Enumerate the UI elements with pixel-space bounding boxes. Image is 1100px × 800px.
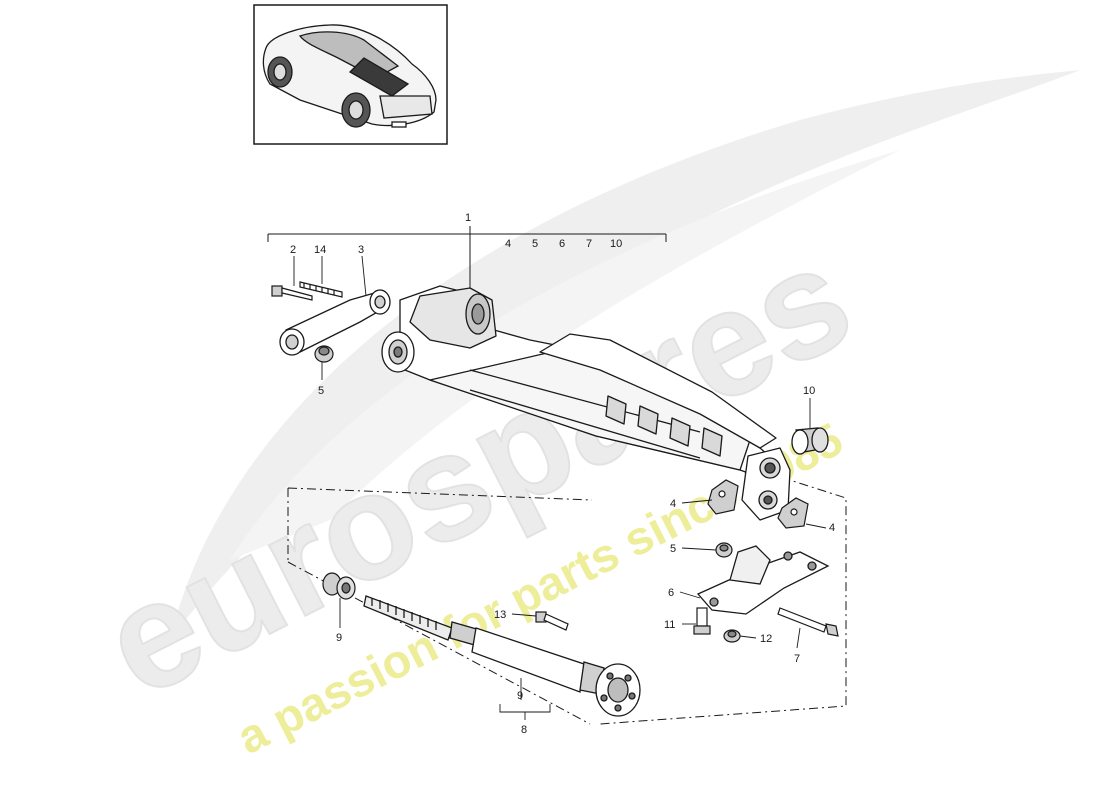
callout-10[interactable]: 10	[803, 385, 815, 397]
bushing-part-10	[791, 427, 829, 455]
nut-part-5-upper	[314, 345, 334, 363]
callout-3[interactable]: 3	[358, 244, 364, 256]
callout-9-driveshaft[interactable]: 9	[517, 690, 523, 702]
callout-14[interactable]: 14	[314, 244, 326, 256]
bolt-part-13	[535, 611, 569, 631]
callout-8[interactable]: 8	[521, 724, 527, 736]
nut-part-12	[723, 629, 741, 643]
transaxle-assembly	[381, 285, 791, 521]
group-sub-10[interactable]: 10	[610, 238, 622, 250]
group-sub-6[interactable]: 6	[559, 238, 565, 250]
pad-part-4-left	[707, 479, 739, 515]
callout-11[interactable]: 11	[664, 619, 675, 631]
pad-part-4-right	[777, 497, 809, 529]
callout-9-bushing[interactable]: 9	[336, 632, 342, 644]
callout-2[interactable]: 2	[290, 244, 296, 256]
driveshaft-part-9	[363, 595, 641, 717]
callout-4-left[interactable]: 4	[670, 498, 676, 510]
group-sub-4[interactable]: 4	[505, 238, 511, 250]
watermark-swoosh	[170, 70, 1080, 640]
callout-4-right[interactable]: 4	[829, 522, 835, 534]
assembly-group-bracket	[267, 226, 667, 290]
car-icon	[262, 24, 437, 128]
link-part-3	[279, 289, 391, 356]
bolt-part-11	[693, 607, 711, 635]
leader-lines	[293, 255, 827, 720]
bracket-part-6	[696, 545, 830, 615]
callout-13[interactable]: 13	[494, 609, 506, 621]
watermark-swoosh-inner	[230, 150, 900, 560]
callout-5-lower[interactable]: 5	[670, 543, 676, 555]
bolt-part-2	[271, 285, 313, 301]
group-sub-7[interactable]: 7	[586, 238, 592, 250]
group-sub-5[interactable]: 5	[532, 238, 538, 250]
callout-6[interactable]: 6	[668, 587, 674, 599]
subassembly-dashed-outline	[287, 459, 847, 725]
stud-part-14	[299, 281, 343, 298]
bolt-part-7	[777, 607, 839, 637]
nut-part-5-lower	[715, 542, 733, 558]
callout-12[interactable]: 12	[760, 633, 772, 645]
callout-5-upper[interactable]: 5	[318, 385, 324, 397]
callout-1[interactable]: 1	[465, 212, 471, 224]
callout-7[interactable]: 7	[794, 653, 800, 665]
bushing-part-9	[322, 572, 356, 600]
car-thumbnail	[253, 4, 448, 145]
